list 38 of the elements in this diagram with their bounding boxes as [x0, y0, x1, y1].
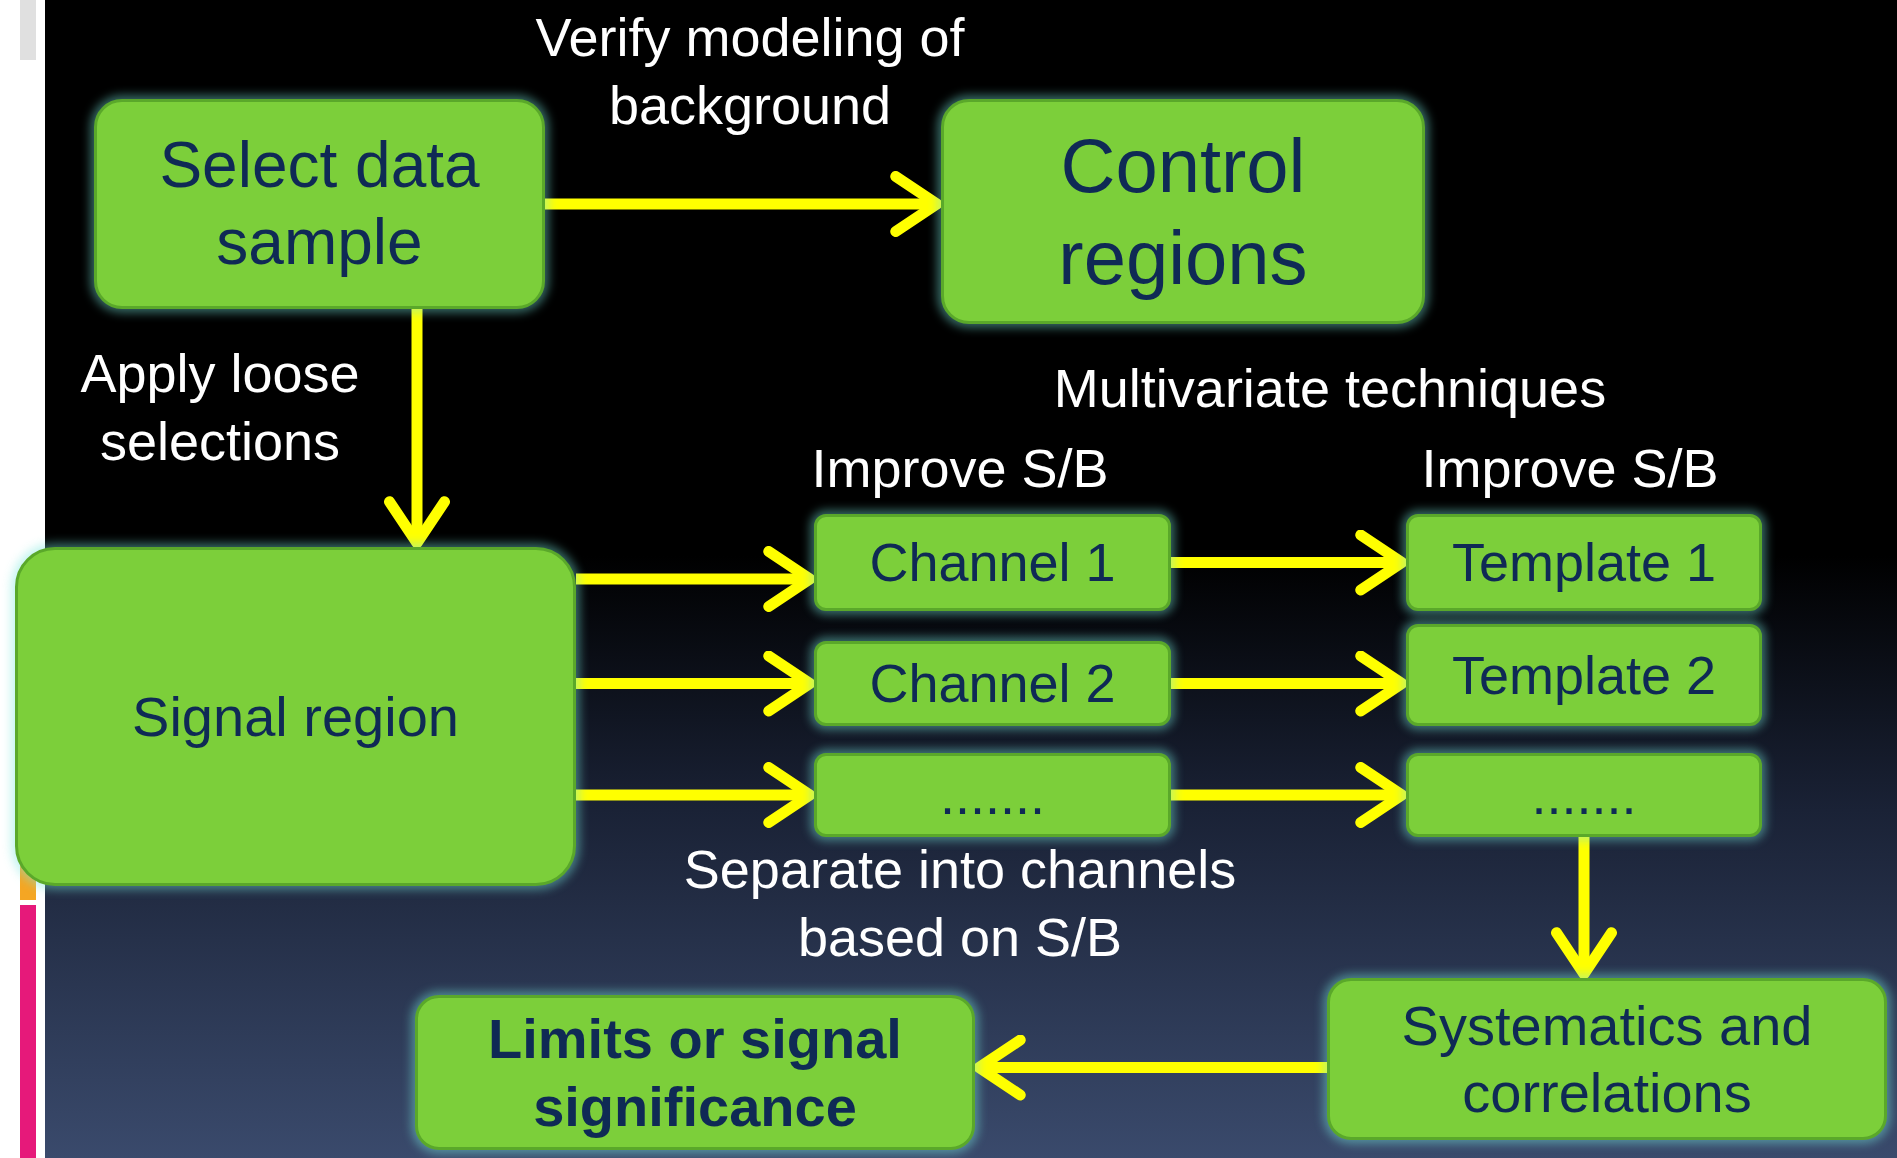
- arrow: [384, 309, 450, 549]
- process-box: [814, 641, 1171, 726]
- process-box: [814, 514, 1171, 611]
- arrow: [545, 171, 943, 237]
- edge-label: Verify modeling of background: [534, 6, 966, 137]
- arrow: [1171, 650, 1408, 717]
- annotation-text: Improve S/B: [1420, 437, 1720, 500]
- arrow: [576, 650, 816, 717]
- box-text: Channel 2: [869, 652, 1116, 716]
- arrow: [973, 1034, 1327, 1101]
- annotation-text: Multivariate techniques: [1052, 357, 1608, 420]
- process-box: [1406, 624, 1762, 726]
- arrow: [1551, 837, 1617, 980]
- box-text: .......: [1531, 763, 1637, 827]
- box-text: Channel 1: [869, 531, 1116, 595]
- edge-label: Apply loose selections: [79, 342, 361, 473]
- process-box: [415, 995, 975, 1150]
- box-text: Signal region: [132, 683, 459, 750]
- box-text: Systematics and correlations: [1400, 992, 1814, 1126]
- box-text: Select data sample: [158, 128, 481, 280]
- arrow: [1171, 529, 1408, 596]
- arrow: [1171, 762, 1408, 828]
- box-text: Control regions: [1057, 122, 1309, 302]
- process-box: [814, 753, 1171, 837]
- process-box: [1406, 753, 1762, 837]
- arrow: [576, 546, 816, 612]
- box-text: Limits or signal significance: [487, 1006, 903, 1140]
- box-text: Template 2: [1451, 643, 1717, 707]
- annotation-text: Separate into channels based on S/B: [682, 838, 1238, 969]
- annotation-text: Improve S/B: [810, 437, 1110, 500]
- process-box: [1406, 514, 1762, 611]
- process-box: [1327, 978, 1887, 1140]
- process-box: [94, 99, 545, 309]
- box-text: Template 1: [1451, 531, 1717, 595]
- box-text: .......: [940, 763, 1045, 827]
- process-box: [15, 547, 576, 886]
- process-box: [941, 99, 1425, 324]
- arrow: [576, 762, 816, 828]
